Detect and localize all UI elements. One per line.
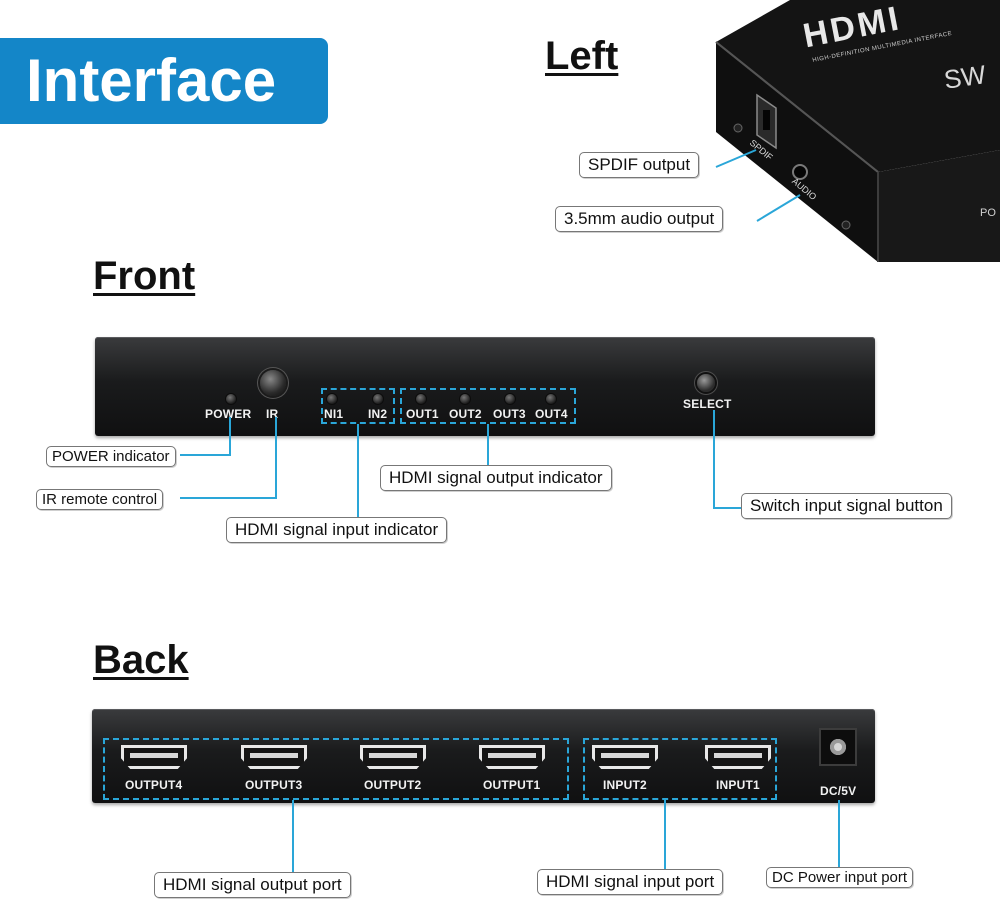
dc-jack-icon <box>819 728 857 766</box>
hdmi-port-input1 <box>705 745 771 769</box>
power-label-partial: PO <box>980 207 996 219</box>
front-label-ir: IR <box>266 407 279 421</box>
front-label-power: POWER <box>205 407 252 421</box>
back-label-output4: OUTPUT4 <box>125 778 183 792</box>
ir-sensor-icon <box>260 370 286 396</box>
callout-hdmi-output-indicator: HDMI signal output indicator <box>380 465 612 491</box>
front-label-select: SELECT <box>683 397 732 411</box>
spdif-port-label: SPDIF <box>747 137 775 163</box>
front-label-in1: NI1 <box>324 407 344 421</box>
power-led <box>226 394 236 404</box>
hdmi-port-output3 <box>241 745 307 769</box>
hdmi-port-output2 <box>360 745 426 769</box>
callout-ir-remote: IR remote control <box>36 489 164 510</box>
select-button-icon <box>697 374 715 392</box>
section-title-left: Left <box>545 34 619 78</box>
back-label-output1: OUTPUT1 <box>483 778 541 792</box>
back-label-input2: INPUT2 <box>603 778 647 792</box>
hdmi-port-output1 <box>479 745 545 769</box>
model-text-partial: SW <box>942 59 988 95</box>
back-label-output3: OUTPUT3 <box>245 778 303 792</box>
input-port-highlight <box>583 738 777 800</box>
hdmi-port-input2 <box>592 745 658 769</box>
input-indicator-highlight <box>321 388 395 424</box>
output3-led <box>505 394 515 404</box>
callout-spdif-output: SPDIF output <box>579 152 700 178</box>
input2-led <box>373 394 383 404</box>
back-label-dc: DC/5V <box>820 784 857 798</box>
callout-dc-power-port: DC Power input port <box>766 867 914 888</box>
audio-port-label: AUDIO <box>790 176 819 202</box>
front-label-out4: OUT4 <box>535 407 568 421</box>
front-label-out2: OUT2 <box>449 407 482 421</box>
output-indicator-highlight <box>400 388 576 424</box>
input1-led <box>327 394 337 404</box>
output2-led <box>460 394 470 404</box>
front-label-out3: OUT3 <box>493 407 526 421</box>
callout-switch-button: Switch input signal button <box>741 493 952 519</box>
callout-power-indicator: POWER indicator <box>46 446 176 467</box>
callout-audio-output: 3.5mm audio output <box>555 206 724 232</box>
section-title-front: Front <box>93 254 196 298</box>
output1-led <box>416 394 426 404</box>
hdmi-port-output4 <box>121 745 187 769</box>
front-label-out1: OUT1 <box>406 407 439 421</box>
output-port-highlight <box>103 738 569 800</box>
callout-hdmi-input-indicator: HDMI signal input indicator <box>226 517 448 543</box>
section-title-back: Back <box>93 638 189 682</box>
output4-led <box>546 394 556 404</box>
interface-badge: Interface <box>0 38 328 124</box>
back-label-input1: INPUT1 <box>716 778 760 792</box>
callout-hdmi-input-port: HDMI signal input port <box>537 869 724 895</box>
back-label-output2: OUTPUT2 <box>364 778 422 792</box>
callout-hdmi-output-port: HDMI signal output port <box>154 872 351 898</box>
front-label-in2: IN2 <box>368 407 388 421</box>
